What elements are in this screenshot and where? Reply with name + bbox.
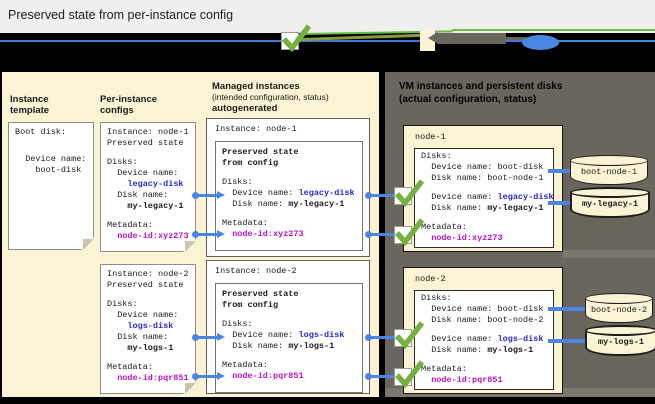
connector-dot [192, 231, 199, 238]
connector-dot [192, 334, 199, 341]
connector-arrowhead [217, 230, 225, 238]
connector-line [368, 375, 395, 378]
right-panel-title: VM instances and persistent disks (actua… [399, 80, 649, 106]
disk-label: my-logs-1 [598, 337, 644, 347]
disk-label: my-legacy-1 [581, 199, 639, 209]
legend-gray-arrow [438, 33, 506, 44]
vm-disks-text: Disks: Device name: boot-disk Disk name:… [421, 151, 554, 243]
right-title-line: VM instances and persistent disks [399, 81, 563, 92]
vm-name-label: node-1 [415, 132, 446, 142]
connector-arrowhead [217, 333, 225, 341]
legend-check-icon [281, 24, 312, 53]
vm-disks-text: Disks: Device name: boot-disk Disk name:… [421, 293, 544, 385]
disk-connector-line [548, 169, 574, 173]
disk-label: boot-node-2 [590, 305, 648, 315]
legend-blue-line-right [557, 40, 655, 42]
status-check-icon [394, 218, 425, 247]
legend-blue-line [0, 40, 655, 42]
instance-template-text: Boot disk: Device name: boot-disk [15, 127, 87, 175]
connector-dot [192, 373, 199, 380]
connector-arrowhead [217, 372, 225, 380]
column-header-managed-instances: Managed instances (intended configuratio… [212, 81, 377, 114]
connector-arrowhead [217, 191, 225, 199]
managed-instance-label: Instance: node-1 [215, 124, 297, 134]
page-title: Preserved state from per-instance config [8, 8, 234, 22]
title-bar: Preserved state from per-instance config [0, 0, 655, 33]
header-subline: (intended configuration, status) [212, 92, 329, 102]
header-line: Per-instance [100, 94, 158, 105]
connector-dot [192, 192, 199, 199]
connector-line [196, 375, 218, 378]
disk-connector-line [548, 307, 588, 311]
legend-gray-arrowhead [428, 32, 438, 44]
column-header-instance-template: Instance template [10, 94, 49, 116]
disk-cylinder-my-legacy-1: my-legacy-1 [570, 187, 650, 218]
disk-label: boot-node-1 [580, 167, 638, 177]
header-line: autogenerated [212, 103, 278, 114]
instance-template-doc: Boot disk: Device name: boot-disk [8, 122, 94, 250]
connector-line [368, 233, 395, 236]
connector-line [196, 233, 218, 236]
legend-gray-line [504, 37, 526, 40]
disk-connector-line [548, 339, 588, 343]
vm-node-1: node-1 Disks: Device name: boot-disk Dis… [403, 125, 563, 252]
right-title-line: (actual configuration, status) [399, 94, 537, 105]
header-line: Instance [10, 94, 49, 105]
header-line: configs [100, 105, 134, 116]
header-line: template [10, 105, 50, 116]
status-check-icon [394, 179, 425, 208]
vm-name-label: node-2 [415, 274, 446, 284]
column-header-per-instance-configs: Per-instance configs [100, 94, 157, 116]
disk-cylinder-boot-node-1: boot-node-1 [570, 155, 648, 185]
connector-line [368, 194, 395, 197]
panel-shade-strip [563, 250, 655, 258]
vm-node-2: node-2 Disks: Device name: boot-disk Dis… [403, 267, 563, 394]
disk-cylinder-boot-node-2: boot-node-2 [585, 293, 653, 323]
legend-blue-oval [522, 35, 559, 50]
connector-line [196, 336, 218, 339]
status-check-icon [394, 321, 425, 350]
disk-connector-line [548, 201, 574, 205]
header-line: Managed instances [212, 81, 300, 92]
managed-instance-label: Instance: node-2 [215, 266, 297, 276]
connector-line [196, 194, 218, 197]
vm-disks-box: Disks: Device name: boot-disk Disk name:… [414, 148, 554, 248]
status-check-icon [394, 360, 425, 389]
vm-disks-box: Disks: Device name: boot-disk Disk name:… [414, 290, 554, 390]
disk-cylinder-my-logs-1: my-logs-1 [585, 325, 655, 356]
connector-line [368, 336, 395, 339]
legend-green-line-right [452, 29, 655, 31]
